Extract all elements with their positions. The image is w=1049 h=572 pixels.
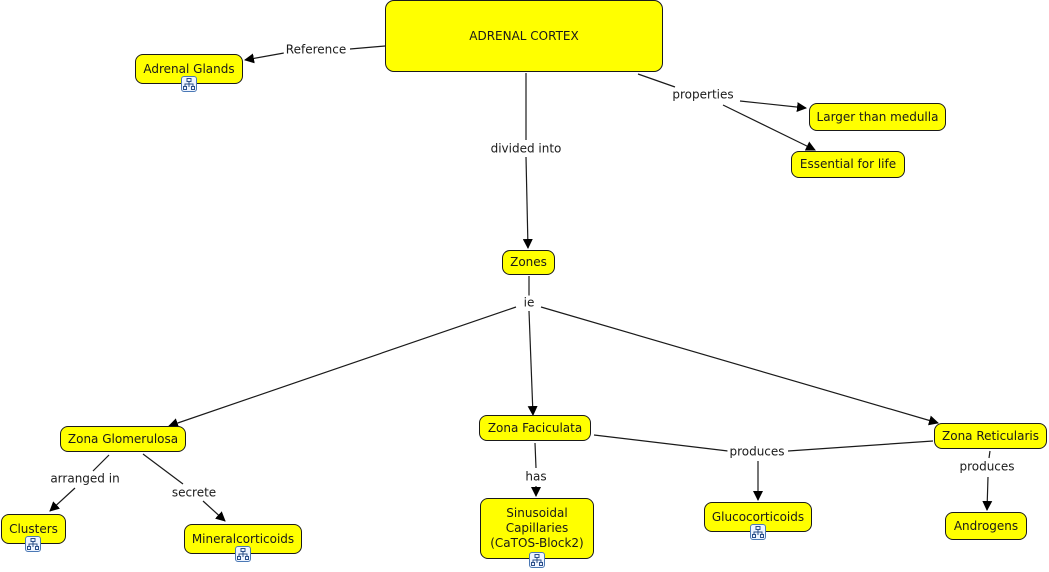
node-label: ADRENAL CORTEX: [469, 28, 579, 43]
node-label: Larger than medulla: [816, 109, 939, 124]
node-label: Zona Faciculata: [487, 420, 583, 435]
link-label-has[interactable]: has: [523, 469, 549, 485]
node-adrenal-glands[interactable]: Adrenal Glands: [135, 54, 243, 84]
line-faciculata-to-has: [534, 442, 537, 469]
line-cortex-to-reference: [349, 45, 386, 50]
node-label: Glucocorticoids: [711, 509, 805, 524]
arrow-arranged-in-to-clusters: [49, 487, 76, 512]
arrow-secrete-to-mineralcorticoids: [202, 500, 226, 522]
concept-map-icon[interactable]: [750, 524, 766, 540]
link-label-divided-into[interactable]: divided into: [488, 141, 564, 157]
node-zona-faciculata[interactable]: Zona Faciculata: [479, 415, 591, 441]
node-androgens[interactable]: Androgens: [945, 512, 1027, 540]
node-mineralcorticoids[interactable]: Mineralcorticoids: [184, 524, 302, 554]
arrow-divided-into-to-zones: [522, 156, 533, 249]
concept-map-icon[interactable]: [25, 536, 41, 552]
link-label-reference[interactable]: Reference: [283, 42, 349, 58]
node-larger-than-medulla[interactable]: Larger than medulla: [809, 103, 946, 131]
link-label-arranged-in[interactable]: arranged in: [48, 471, 122, 487]
node-label: Zona Glomerulosa: [67, 431, 179, 446]
node-label: Sinusoidal Capillaries (CaTOS-Block2): [490, 506, 584, 550]
node-zona-reticularis[interactable]: Zona Reticularis: [934, 423, 1047, 449]
node-label: Mineralcorticoids: [191, 531, 295, 546]
arrow-ie-to-reticularis: [540, 306, 939, 426]
arrow-properties-to-larger: [739, 100, 807, 113]
line-reticularis-to-produces: [787, 440, 934, 452]
node-glucocorticoids[interactable]: Glucocorticoids: [704, 502, 812, 532]
arrow-reference-to-adrenal-glands: [244, 52, 285, 64]
line-reticularis-to-produces-2: [988, 450, 991, 459]
node-essential-for-life[interactable]: Essential for life: [791, 151, 905, 178]
node-label: Clusters: [9, 521, 58, 536]
node-label: Essential for life: [799, 157, 897, 171]
arrow-ie-to-glomerulosa: [168, 306, 517, 428]
line-glomerulosa-to-secrete: [142, 453, 184, 485]
node-label: Zones: [510, 255, 547, 269]
node-label: Zona Reticularis: [942, 428, 1039, 443]
line-faciculata-to-produces: [593, 434, 729, 452]
concept-map-icon[interactable]: [235, 546, 251, 562]
node-sinusoidal-capillaries[interactable]: Sinusoidal Capillaries (CaTOS-Block2): [480, 498, 594, 559]
link-label-secrete[interactable]: secrete: [169, 485, 219, 501]
link-label-properties[interactable]: properties: [670, 87, 736, 103]
concept-map-icon[interactable]: [529, 552, 545, 568]
line-cortex-to-properties: [637, 73, 676, 88]
arrow-ie-to-faciculata: [527, 310, 538, 416]
node-adrenal-cortex[interactable]: ADRENAL CORTEX: [385, 0, 663, 72]
node-label: Adrenal Glands: [143, 61, 235, 76]
link-label-produces-androgens[interactable]: produces: [957, 459, 1017, 475]
arrow-produces-to-androgens: [982, 476, 993, 511]
arrow-properties-to-essential: [722, 104, 816, 151]
node-label: Androgens: [953, 518, 1019, 533]
line-glomerulosa-to-arranged-in: [92, 454, 110, 472]
node-zones[interactable]: Zones: [502, 250, 555, 275]
link-label-produces-glucocorticoids[interactable]: produces: [727, 444, 787, 460]
concept-map-icon[interactable]: [181, 76, 197, 92]
node-zona-glomerulosa[interactable]: Zona Glomerulosa: [60, 426, 186, 452]
link-label-ie[interactable]: ie: [521, 295, 537, 311]
